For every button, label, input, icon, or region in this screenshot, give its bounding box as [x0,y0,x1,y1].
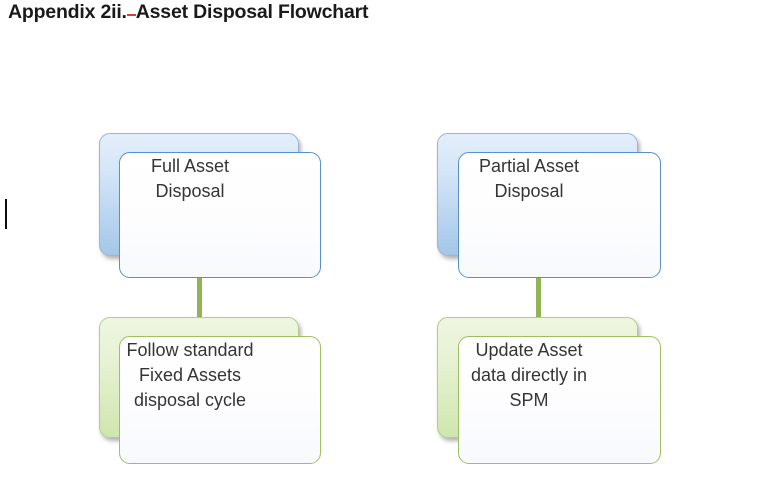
card-front-blue[interactable]: Partial Asset Disposal [458,152,661,278]
card-front-green[interactable]: Update Asset data directly in SPM [458,336,661,464]
page-title: Appendix 2ii. Asset Disposal Flowchart [8,1,368,24]
node-partial-asset-disposal-end[interactable]: Update Asset data directly in SPM [437,317,661,464]
page-title-suffix: Asset Disposal Flowchart [135,1,369,23]
node-label: Follow standard Fixed Assets disposal cy… [126,340,254,410]
node-label: Partial Asset Disposal [478,156,580,201]
node-full-asset-disposal-end[interactable]: Follow standard Fixed Assets disposal cy… [99,317,321,464]
connector-partial-asset-disposal [536,248,541,320]
spellcheck-underline-icon [126,14,136,16]
card-front-blue[interactable]: Full Asset Disposal [119,152,321,278]
page-title-prefix: Appendix 2ii. [8,1,127,23]
node-label: Update Asset data directly in SPM [470,340,588,410]
margin-revision-bar [5,199,7,229]
node-partial-asset-disposal-start[interactable]: Partial Asset Disposal [437,133,661,278]
node-full-asset-disposal-start[interactable]: Full Asset Disposal [99,133,321,278]
card-front-green[interactable]: Follow standard Fixed Assets disposal cy… [119,336,321,464]
node-label: Full Asset Disposal [150,156,230,201]
connector-full-asset-disposal [197,248,202,320]
